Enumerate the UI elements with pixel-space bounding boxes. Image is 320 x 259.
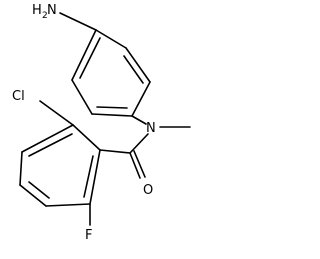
oxygen-label: O xyxy=(143,183,153,198)
amine-subscript: 2 xyxy=(42,11,48,21)
amine-n-label: N xyxy=(47,3,57,18)
ring-b-bond-4 xyxy=(19,184,47,207)
ring-a-bond-2 xyxy=(125,47,151,83)
ring-b-double-1 xyxy=(28,133,73,157)
molecule-diagram: H 2 N N O Cl F xyxy=(12,3,191,243)
amide-n-label: N xyxy=(146,121,156,136)
carbonyl-aryl-bond xyxy=(99,149,131,154)
ring-a-double-2 xyxy=(123,55,144,84)
ring-b-double-3 xyxy=(83,155,94,198)
ring-a-bond-3 xyxy=(131,81,151,117)
chloro-label: Cl xyxy=(12,89,25,104)
structure-canvas: H 2 N N O Cl F xyxy=(12,3,191,243)
ring-a-double-3 xyxy=(96,106,128,109)
fluoro-label: F xyxy=(85,228,92,243)
amine-bond xyxy=(59,12,97,31)
halophenyl-ring xyxy=(19,124,101,207)
n-carbonyl-bond xyxy=(129,133,149,154)
ring-b-double-2 xyxy=(28,181,50,199)
amine-h-label: H xyxy=(32,3,42,18)
ring-a-bond-5 xyxy=(71,79,93,115)
ring-a-bond-4 xyxy=(91,113,133,117)
carbonyl-bond-2 xyxy=(133,150,146,178)
ring-b-bond-2 xyxy=(21,124,74,153)
ring-b-bond-3 xyxy=(19,151,23,186)
aryl-n-bond xyxy=(131,115,147,125)
ring-a-bond-6 xyxy=(71,29,97,81)
ring-b-bond-5 xyxy=(45,203,91,207)
ring-b-bond-6 xyxy=(89,149,101,205)
aminophenyl-ring xyxy=(71,29,151,117)
ring-a-double-1 xyxy=(79,37,101,79)
ring-b-bond-1 xyxy=(72,124,101,151)
carbonyl-bond-1 xyxy=(129,152,141,179)
chloro-bond xyxy=(39,100,74,126)
ring-a-bond-1 xyxy=(95,29,127,49)
